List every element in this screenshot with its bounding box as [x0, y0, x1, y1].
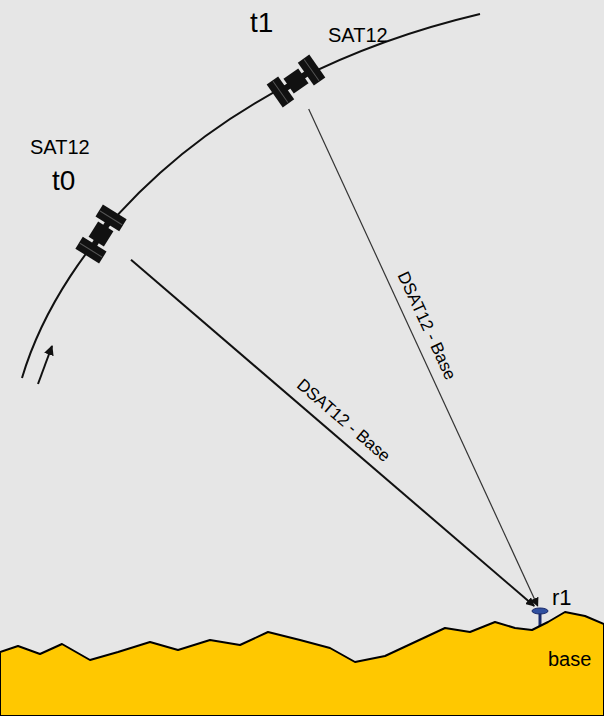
edge-label-holder: DSAT12 - Base	[292, 376, 393, 466]
text-holder: r1	[552, 586, 572, 610]
terrain-shape	[0, 590, 604, 716]
range-line	[309, 109, 538, 606]
terrain-outline	[0, 612, 604, 716]
range-line	[131, 260, 534, 606]
ground-label: base	[548, 648, 591, 670]
text-holder: SAT12	[30, 136, 90, 158]
text-holder: SAT12	[328, 24, 388, 46]
motion-arrow	[38, 346, 52, 384]
range-label: DSAT12 - Base	[393, 269, 459, 383]
satellite-icon	[75, 205, 126, 264]
text-holder: t0	[52, 166, 75, 197]
satellite-label: SAT12	[30, 136, 90, 158]
ground-node: base	[0, 590, 604, 716]
orbit-arc	[22, 14, 480, 378]
satellite-label: t1	[250, 8, 273, 39]
receiver-label: r1	[552, 586, 572, 610]
satellite-node: SAT12t0	[71, 204, 131, 264]
satellite-node: t1SAT12	[266, 54, 326, 109]
text-holder: t1	[250, 8, 273, 39]
edge-label-holder: DSAT12 - Base	[393, 269, 459, 383]
satellite-label: t0	[52, 166, 75, 197]
satellite-label: SAT12	[328, 24, 388, 46]
receiver-node: r1	[530, 606, 550, 616]
text-holder: base	[548, 648, 591, 670]
satellite-icon	[267, 55, 326, 108]
antenna-disc	[532, 608, 548, 614]
range-label: DSAT12 - Base	[292, 376, 393, 466]
